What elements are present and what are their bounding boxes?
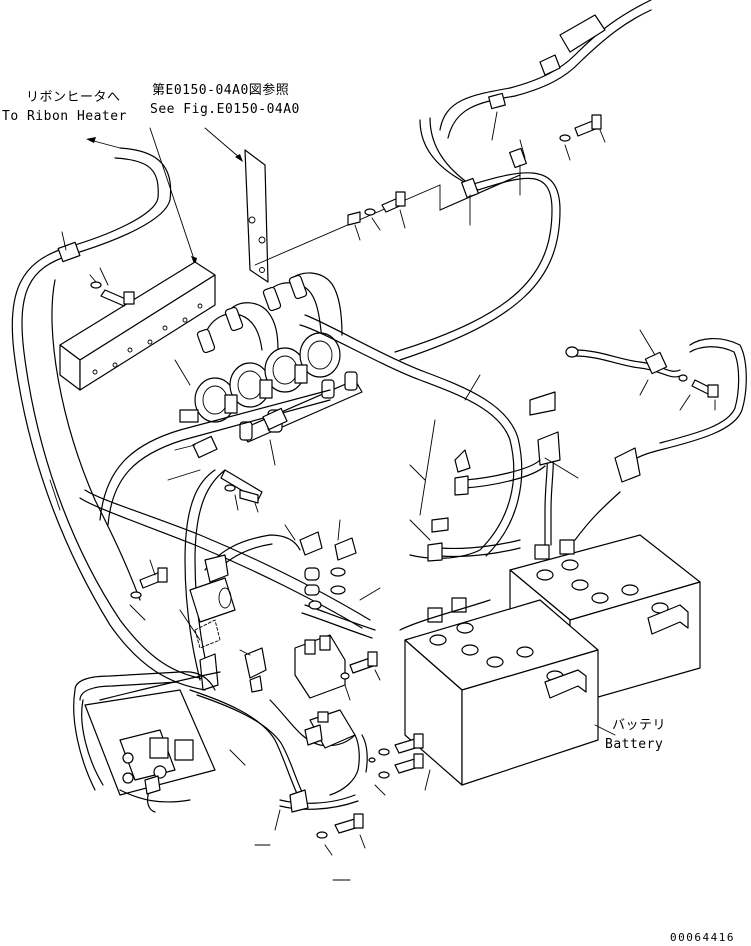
ribbon-heater-label-jp: リボンヒータへ bbox=[26, 90, 121, 105]
middle-harness bbox=[79, 314, 523, 681]
ribbon-heater-label-en: To Ribon Heater bbox=[2, 109, 127, 124]
battery-front bbox=[404, 597, 599, 786]
vertical-bracket bbox=[244, 149, 269, 283]
left-harness bbox=[11, 147, 211, 691]
control-box bbox=[73, 671, 307, 813]
relay-cluster bbox=[179, 272, 363, 443]
relay-mounting-plate bbox=[59, 261, 216, 391]
battery-label-jp: バッテリ bbox=[612, 718, 667, 733]
battery-cables bbox=[409, 329, 747, 562]
upper-bolts bbox=[347, 114, 606, 241]
drawing-number: 00064416 bbox=[670, 931, 735, 944]
bottom-relay bbox=[229, 699, 431, 881]
lower-components bbox=[129, 519, 491, 701]
leader-lines bbox=[86, 127, 243, 266]
battery-label-en: Battery bbox=[605, 737, 664, 752]
plate-bolt bbox=[89, 267, 135, 307]
upper-cables bbox=[254, 0, 652, 361]
battery-leader bbox=[594, 724, 616, 736]
relay-leaders bbox=[49, 359, 481, 511]
figure-reference-en: See Fig.E0150-04A0 bbox=[150, 102, 300, 117]
figure-reference-jp: 第E0150-04A0図参照 bbox=[152, 83, 290, 98]
